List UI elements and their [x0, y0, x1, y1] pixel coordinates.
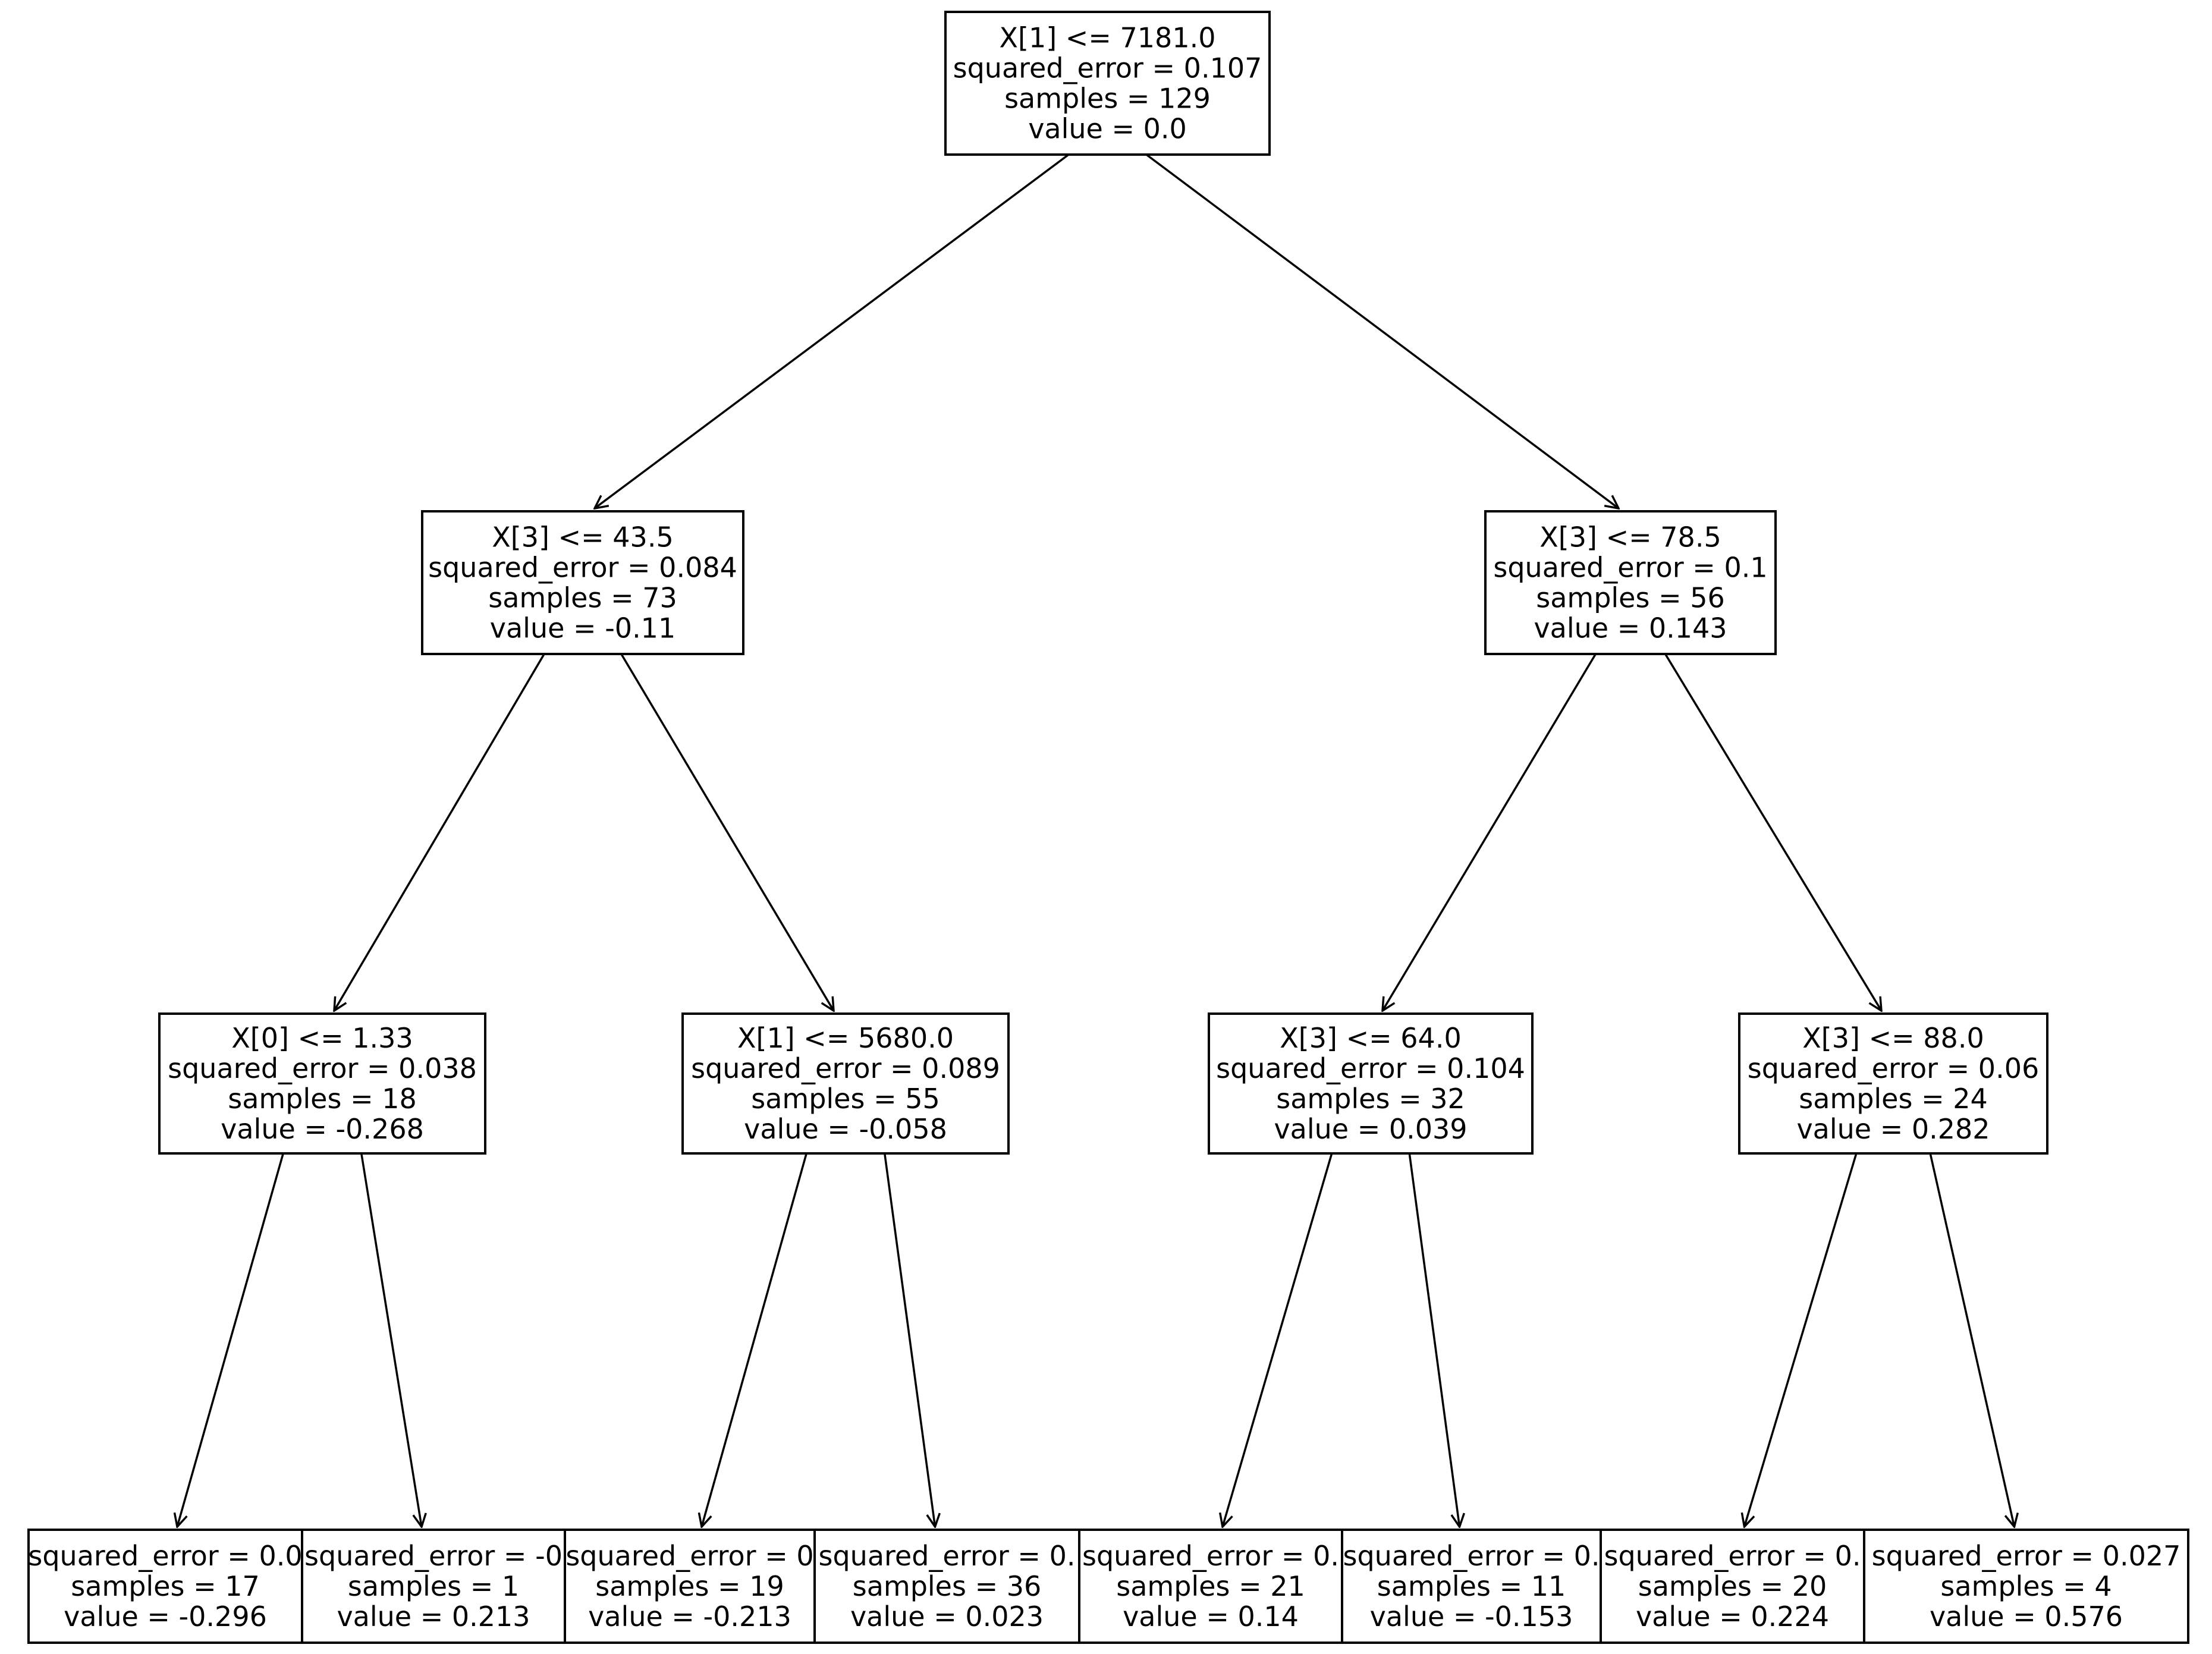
node-label-line: samples = 1 [348, 1570, 519, 1602]
node-label-line: squared_error = 0.1 [1493, 552, 1767, 584]
node-label-line: value = 0.576 [1930, 1600, 2123, 1633]
node-label-line: X[3] <= 64.0 [1280, 1022, 1461, 1054]
edge-arrow [360, 1153, 422, 1527]
node-label-line: X[0] <= 1.33 [231, 1022, 413, 1054]
edge-arrow [595, 153, 1070, 508]
node-label-line: X[3] <= 88.0 [1802, 1022, 1984, 1054]
edge-arrow [1223, 1153, 1333, 1527]
node-label-line: squared_error = 0.104 [1216, 1052, 1525, 1084]
node-box [421, 510, 744, 655]
node-label-line: samples = 129 [1004, 83, 1211, 115]
node-label-line: squared_error = 0. [1082, 1540, 1339, 1572]
node-label-line: squared_error = 0.089 [691, 1052, 1000, 1084]
edge-arrow [1664, 653, 1881, 1011]
node-label-line: samples = 19 [595, 1570, 784, 1602]
node-label-line: samples = 73 [488, 582, 677, 614]
node-label-line: value = -0.296 [64, 1600, 267, 1633]
edge-arrow [334, 653, 545, 1011]
edge-arrow [1408, 1153, 1459, 1527]
edge-arrow [1745, 1153, 1858, 1527]
node-label-line: squared_error = 0. [819, 1540, 1076, 1572]
node-label-line: squared_error = 0.084 [428, 552, 737, 584]
node-label-line: samples = 55 [751, 1083, 940, 1115]
node-box [1484, 510, 1777, 655]
node-label-line: value = 0.039 [1274, 1113, 1467, 1145]
node-label-line: samples = 20 [1638, 1570, 1827, 1602]
node-label-line: squared_error = 0. [1343, 1540, 1600, 1572]
edges [177, 153, 2015, 1527]
node-label-line: samples = 11 [1377, 1570, 1566, 1602]
node-box [944, 11, 1271, 156]
node-label-line: X[3] <= 78.5 [1539, 521, 1721, 554]
node-box [1208, 1012, 1534, 1155]
node-box [1078, 1529, 1343, 1644]
node-label-line: squared_error = 0.027 [1872, 1540, 2181, 1572]
node-box [158, 1012, 486, 1155]
node-label-line: samples = 56 [1536, 582, 1725, 614]
node-box [1341, 1529, 1602, 1644]
node-box [681, 1012, 1010, 1155]
node-label-line: squared_error = 0 [565, 1540, 813, 1572]
node-box [27, 1529, 303, 1644]
node-box [1600, 1529, 1865, 1644]
node-label-line: samples = 18 [228, 1083, 417, 1115]
node-label-line: samples = 36 [853, 1570, 1042, 1602]
node-label-line: value = 0.282 [1796, 1113, 1990, 1145]
node-label-line: squared_error = -0 [304, 1540, 563, 1572]
edge-arrow [620, 653, 834, 1011]
edge-arrow [884, 1153, 935, 1527]
node-label-line: squared_error = 0.06 [1748, 1052, 2039, 1084]
node-box [1738, 1012, 2048, 1155]
node-box [564, 1529, 816, 1644]
node-label-line: value = 0.213 [337, 1600, 530, 1633]
edge-arrow [1382, 653, 1597, 1011]
node-label-line: value = -0.213 [588, 1600, 791, 1633]
node-label-line: value = 0.224 [1636, 1600, 1829, 1633]
node-label-line: samples = 24 [1799, 1083, 1988, 1115]
edge-arrow [702, 1153, 807, 1527]
node-label-line: value = 0.0 [1028, 113, 1187, 145]
edge-arrow [177, 1153, 284, 1527]
node-label-line: value = -0.058 [744, 1113, 947, 1145]
node-label-line: value = 0.023 [850, 1600, 1044, 1633]
node-label-line: samples = 4 [1940, 1570, 2112, 1602]
edge-arrow [1145, 153, 1619, 508]
node-label-line: squared_error = 0.107 [953, 52, 1262, 84]
node-label-line: samples = 17 [71, 1570, 260, 1602]
node-label-line: value = -0.11 [490, 612, 675, 644]
node-label-line: squared_error = 0.0 [28, 1540, 302, 1572]
node-box [1863, 1529, 2189, 1644]
node-box [301, 1529, 566, 1644]
node-label-line: X[3] <= 43.5 [492, 521, 673, 554]
node-label-line: squared_error = 0.038 [168, 1052, 477, 1084]
node-label-line: value = 0.14 [1123, 1600, 1299, 1633]
node-label-line: X[1] <= 5680.0 [737, 1022, 954, 1054]
node-label-line: squared_error = 0. [1604, 1540, 1861, 1572]
edge-arrow [1929, 1153, 2014, 1527]
node-label-line: value = -0.153 [1370, 1600, 1573, 1633]
node-label-line: value = 0.143 [1534, 612, 1727, 644]
node-label-line: samples = 32 [1276, 1083, 1465, 1115]
node-label-line: X[1] <= 7181.0 [1000, 22, 1216, 54]
node-label-line: samples = 21 [1116, 1570, 1305, 1602]
node-label-line: value = -0.268 [221, 1113, 424, 1145]
